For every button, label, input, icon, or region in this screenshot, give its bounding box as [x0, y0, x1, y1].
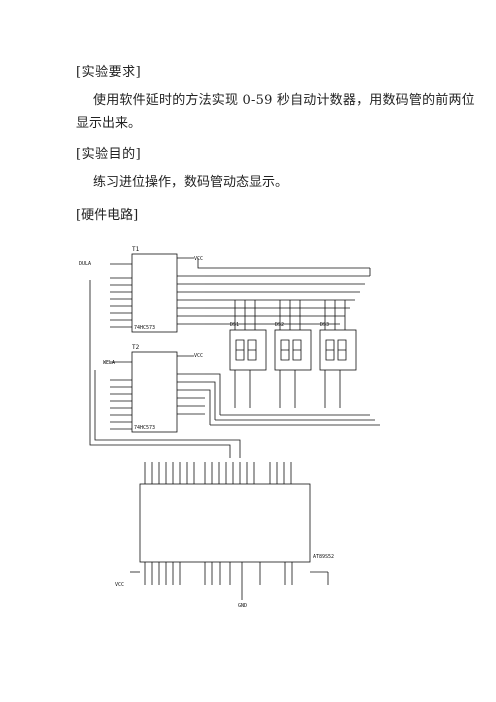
latch-2: T2 74HC573 WELA VCC	[103, 344, 205, 433]
display-3-label: DS3	[320, 322, 329, 328]
gnd-label-mcu: GND	[238, 603, 247, 609]
requirement-heading: [实验要求]	[76, 65, 142, 80]
bus-lines	[89, 258, 380, 458]
display-group: DS1 DS2 DS3	[229, 300, 357, 408]
latch-2-net: WELA	[103, 360, 115, 366]
latch-1-net: DULA	[79, 261, 91, 267]
requirement-text-cont: 显示出来。	[76, 116, 142, 131]
display-2-label: DS2	[275, 322, 284, 328]
purpose-text: 练习进位操作，数码管动态显示。	[93, 175, 289, 190]
latch-1: T1 74HC573 DULA VCC	[79, 246, 205, 333]
circuit-schematic: T1 74HC573 DULA VCC T2 74HC573 WELA VCC	[79, 246, 380, 609]
mcu-label: AT89S52	[313, 554, 334, 560]
latch-1-part: 74HC573	[134, 325, 155, 331]
vcc-label-1: VCC	[194, 256, 203, 262]
latch-1-label: T1	[132, 246, 140, 253]
requirement-text: 使用软件延时的方法实现 0-59 秒自动计数器，用数码管的前两位	[93, 93, 475, 108]
latch-2-part: 74HC573	[134, 425, 155, 431]
display-1-label: DS1	[230, 322, 239, 328]
vcc-label-mcu: VCC	[115, 582, 124, 588]
vcc-label-2: VCC	[194, 353, 203, 359]
purpose-heading: [实验目的]	[76, 147, 142, 162]
hardware-heading: [硬件电路]	[76, 208, 139, 223]
latch-2-label: T2	[132, 344, 140, 351]
mcu-chip: AT89S52 VCC GND	[115, 462, 334, 609]
